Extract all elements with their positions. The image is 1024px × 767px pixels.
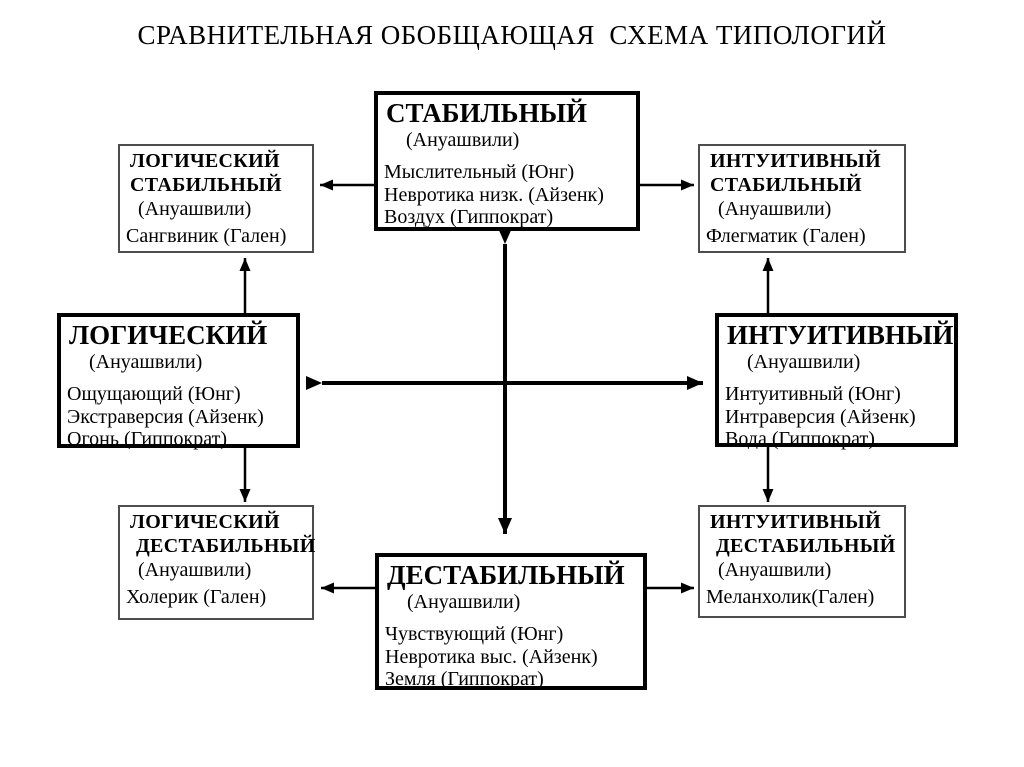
box-items: Мыслительный (Юнг) Невротика низк. (Айзе… — [378, 161, 636, 229]
box-items: Сангвиник (Гален) — [120, 225, 312, 248]
box-intuitive-stable: ИНТУИТИВНЫЙ СТАБИЛЬНЫЙ (Ануашвили) Флегм… — [698, 144, 906, 253]
diagram-title: СРАВНИТЕЛЬНАЯ ОБОБЩАЮЩАЯ СХЕМА ТИПОЛОГИЙ — [137, 20, 887, 50]
box-item: Чувствующий (Юнг) — [385, 623, 564, 646]
box-author: (Ануашвили) — [718, 197, 832, 220]
box-author: (Ануашвили) — [138, 558, 252, 581]
box-item: Ощущающий (Юнг) — [67, 383, 241, 406]
box-destable: ДЕСТАБИЛЬНЫЙ (Ануашвили) Чувствующий (Юн… — [375, 553, 647, 690]
box-heading: СТАБИЛЬНЫЙ — [130, 174, 282, 197]
box-heading: ЛОГИЧЕСКИЙ — [130, 511, 280, 533]
box-items: Интуитивный (Юнг) Интраверсия (Айзенк) В… — [719, 383, 954, 451]
box-author: (Ануашвили) — [407, 591, 521, 614]
box-item: Интраверсия (Айзенк) — [725, 405, 916, 428]
box-heading: ДЕСТАБИЛЬНЫЙ — [716, 535, 896, 558]
box-items: Флегматик (Гален) — [700, 225, 904, 248]
box-author: (Ануашвили) — [89, 351, 203, 374]
box-logical-destable: ЛОГИЧЕСКИЙ ДЕСТАБИЛЬНЫЙ (Ануашвили) Холе… — [118, 505, 316, 620]
box-items: Холерик (Гален) — [120, 586, 312, 609]
box-item: Невротика низк. (Айзенк) — [384, 183, 604, 206]
box-stable: СТАБИЛЬНЫЙ (Ануашвили) Мыслительный (Юнг… — [374, 91, 640, 231]
box-heading: ДЕСТАБИЛЬНЫЙ — [387, 560, 625, 590]
box-item: Холерик (Гален) — [126, 585, 267, 608]
box-heading: СТАБИЛЬНЫЙ — [710, 174, 862, 197]
box-items: Чувствующий (Юнг) Невротика выс. (Айзенк… — [379, 623, 643, 691]
box-heading: ЛОГИЧЕСКИЙ — [130, 150, 280, 172]
box-heading: ИНТУИТИВНЫЙ — [727, 320, 954, 350]
box-item: Вода (Гиппократ) — [725, 428, 875, 451]
box-intuitive: ИНТУИТИВНЫЙ (Ануашвили) Интуитивный (Юнг… — [715, 313, 958, 450]
box-items: Ощущающий (Юнг) Экстраверсия (Айзенк) Ог… — [61, 383, 296, 451]
box-item: Невротика выс. (Айзенк) — [385, 645, 598, 668]
box-author: (Ануашвили) — [718, 558, 832, 581]
box-heading: ИНТУИТИВНЫЙ — [710, 511, 881, 533]
box-author: (Ануашвили) — [406, 129, 520, 152]
box-item: Экстраверсия (Айзенк) — [67, 405, 264, 428]
box-item: Интуитивный (Юнг) — [725, 383, 901, 406]
box-item: Меланхолик(Гален) — [706, 585, 875, 608]
box-item: Флегматик (Гален) — [706, 224, 866, 247]
box-author: (Ануашвили) — [747, 351, 861, 374]
box-item: Огонь (Гиппократ) — [67, 428, 228, 451]
box-heading: ДЕСТАБИЛЬНЫЙ — [136, 535, 316, 558]
box-item: Воздух (Гиппократ) — [384, 206, 554, 229]
box-item: Мыслительный (Юнг) — [384, 161, 575, 184]
box-items: Меланхолик(Гален) — [700, 586, 904, 609]
box-heading: СТАБИЛЬНЫЙ — [386, 98, 587, 128]
box-item: Земля (Гиппократ) — [385, 668, 544, 691]
box-heading: ИНТУИТИВНЫЙ — [710, 150, 881, 172]
box-heading: ЛОГИЧЕСКИЙ — [69, 320, 268, 350]
box-logical-stable: ЛОГИЧЕСКИЙ СТАБИЛЬНЫЙ (Ануашвили) Сангви… — [118, 144, 314, 253]
box-intuitive-destable: ИНТУИТИВНЫЙ ДЕСТАБИЛЬНЫЙ (Ануашвили) Мел… — [698, 505, 906, 618]
box-logical: ЛОГИЧЕСКИЙ (Ануашвили) Ощущающий (Юнг) Э… — [57, 313, 300, 451]
box-author: (Ануашвили) — [138, 197, 252, 220]
box-item: Сангвиник (Гален) — [126, 224, 287, 247]
